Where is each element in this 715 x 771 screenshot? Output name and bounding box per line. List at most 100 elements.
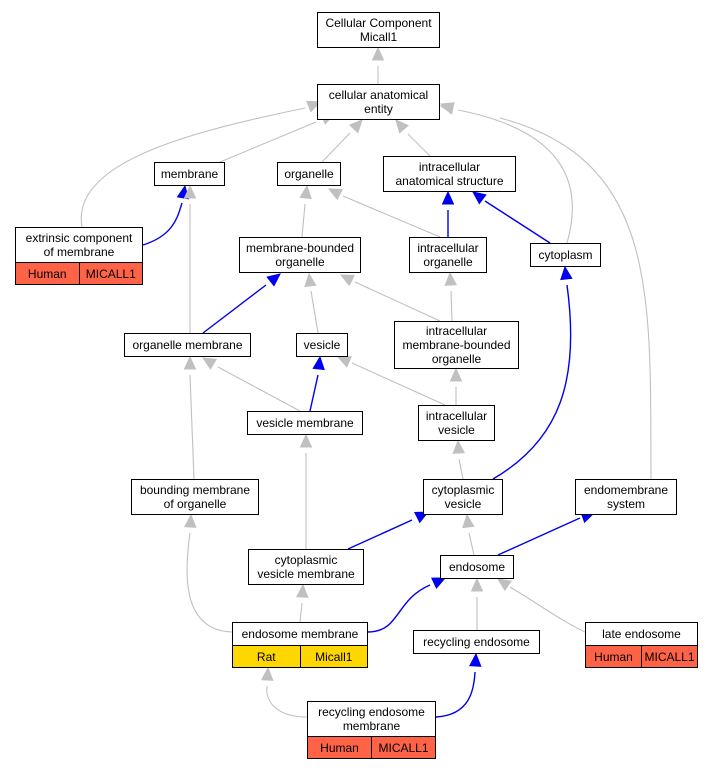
edge-om-membrane [183,184,197,333]
term-label-line: of organelle [163,497,227,511]
edge-mbo-organelle [299,184,312,238]
annotation-species: Human [27,266,67,281]
edge-arrowhead-icon [348,119,363,134]
annotation-gene: MICALL1 [641,646,697,667]
edge-arrowhead-icon [462,513,475,529]
term-node-membrane[interactable]: membrane [154,162,225,186]
term-node-organelle[interactable]: organelle [277,162,341,186]
edge-arrowhead-icon [395,119,409,134]
annotation-row: Human MICALL1 [16,262,142,284]
edge-ecm-membrane [142,184,190,246]
edge-cae-root [371,46,385,84]
edge-imbo-io [444,271,457,322]
edge-arrowhead-icon [431,577,447,589]
term-label-line: extrinsic component [25,231,133,245]
edge-arrowhead-icon [439,102,455,115]
term-label-line: organelle [423,255,473,269]
edge-arrowhead-icon [261,666,274,681]
edge-imbo-mbo [339,274,441,322]
term-label-line: bounding membrane [139,483,251,497]
edge-vm-om [201,357,301,412]
edge-arrowhead-icon [339,274,355,287]
edge-bmo-om [183,355,197,480]
edge-rem-em [261,666,308,718]
edge-arrowhead-icon [299,184,312,200]
term-label-line: cellular anatomical [328,88,429,102]
term-label: membrane [155,163,224,185]
term-label-line: system [606,497,645,511]
term-label-line: membrane [342,719,401,733]
edge-om-mbo [202,273,281,334]
term-label-line: vesicle membrane [257,567,355,581]
edge-arrowhead-icon [299,433,313,448]
edge-iv-imbo [449,367,463,405]
term-node-vesicle[interactable]: vesicle [296,333,348,357]
term-node-re[interactable]: recycling endosome [413,630,540,654]
edge-io-organelle [327,188,441,238]
edge-cvm-vm [299,433,313,549]
term-node-vm[interactable]: vesicle membrane [247,411,363,435]
term-label: late endosome [586,623,697,645]
term-label-line: Cellular Component [325,16,432,30]
edge-arrowhead-icon [452,439,465,454]
term-label-line: cytoplasmic [274,553,338,567]
term-node-om[interactable]: organelle membrane [124,333,251,357]
edge-arrowhead-icon [336,356,352,368]
term-label-line: vesicle membrane [256,416,354,430]
term-label-line: entity [364,102,393,116]
edge-cyto-ias [472,191,551,244]
annotation-gene: MICALL1 [78,263,143,284]
term-label-line: intracellular [417,241,479,255]
term-label: recycling endosome [414,631,539,653]
edge-endosome-es [497,511,596,556]
annotation-gene: MICALL1 [371,737,435,758]
edge-arrowhead-icon [184,513,197,528]
edge-cv-iv [452,439,465,480]
annotation-gene: Micall1 [299,646,368,667]
term-node-cytoplasm[interactable]: cytoplasm [530,243,601,267]
edge-organelle-cae [321,119,363,163]
edge-em-cvm [296,583,309,623]
term-label-line: vesicle [444,497,482,511]
term-label-line: cytoplasm [538,248,593,262]
edge-cvm-cv [347,511,430,550]
term-label: cytoplasm [531,244,600,266]
term-label-line: vesicle [303,338,341,352]
term-label-line: anatomical structure [395,174,504,188]
term-label-line: intracellular [418,160,481,174]
term-label-line: membrane [160,167,219,181]
edge-membrane-cae [219,113,336,163]
edge-cv-cyto [492,265,573,480]
edge-em-endosome [367,577,447,633]
annotation-row: Rat Micall1 [233,645,367,667]
annotation-species: Rat [256,649,276,664]
term-label-line: organelle [284,167,334,181]
term-node-endosome[interactable]: endosome [440,555,514,579]
